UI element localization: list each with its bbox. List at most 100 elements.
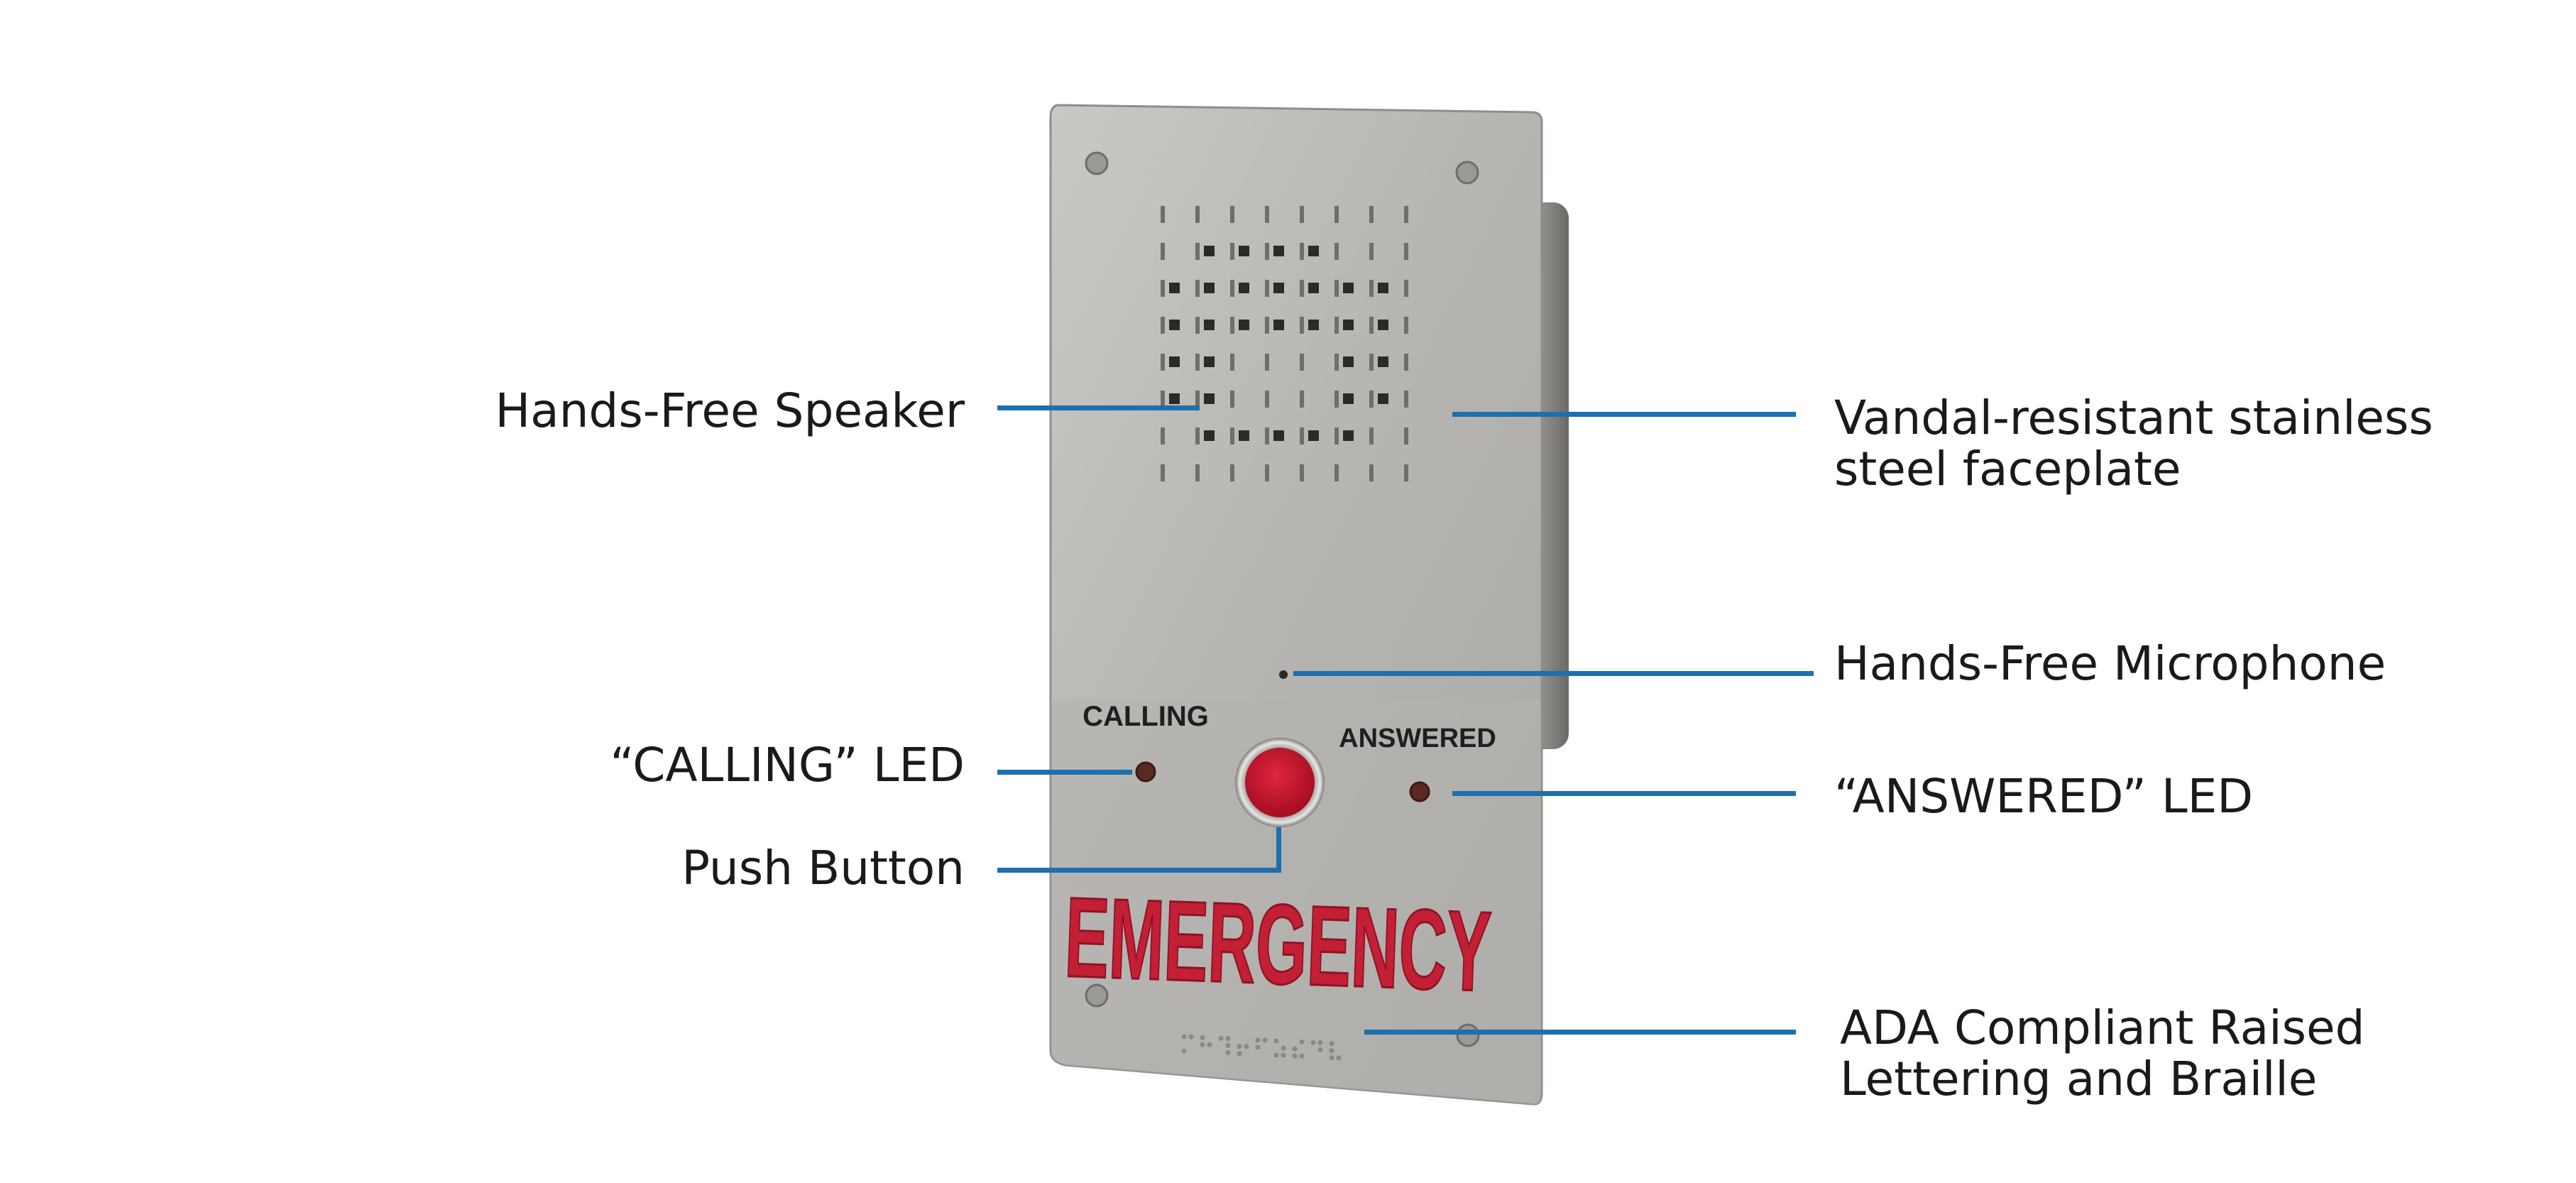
push-button-icon <box>1235 738 1325 827</box>
answered-led-leader-line <box>1452 791 1796 796</box>
microphone-hole-icon <box>1279 670 1288 679</box>
grille-slot <box>1369 206 1374 223</box>
braille-dot <box>1310 1040 1316 1045</box>
grille-hole <box>1308 320 1319 330</box>
grille-hole <box>1308 283 1319 293</box>
grille-hole <box>1308 246 1319 256</box>
braille-dot <box>1292 1046 1298 1052</box>
braille-dot <box>1225 1050 1231 1055</box>
grille-slot <box>1195 464 1200 481</box>
grille-hole <box>1273 283 1284 293</box>
grille-hole <box>1169 356 1180 367</box>
grille-slot <box>1300 243 1304 260</box>
grille-hole <box>1378 356 1388 367</box>
grille-slot <box>1265 280 1269 297</box>
push-button-leader-line <box>997 868 1281 873</box>
grille-slot <box>1161 391 1165 408</box>
grille-slot <box>1161 464 1165 481</box>
faceplate-label: Vandal-resistant stainless steel facepla… <box>1834 393 2433 495</box>
grille-slot <box>1334 464 1339 481</box>
braille-dot <box>1218 1035 1224 1041</box>
grille-slot <box>1404 243 1408 260</box>
grille-slot <box>1195 206 1200 223</box>
grille-hole <box>1204 356 1215 367</box>
braille-dot <box>1329 1055 1334 1061</box>
grille-slot <box>1404 391 1408 408</box>
braille-dot <box>1237 1051 1242 1057</box>
braille-dot <box>1255 1037 1261 1043</box>
braille-dot <box>1273 1052 1279 1058</box>
grille-slot <box>1161 317 1165 334</box>
answered-led-label: “ANSWERED” LED <box>1834 769 2254 824</box>
braille-dot <box>1225 1035 1231 1041</box>
faceplate-label-line-1: Vandal-resistant stainless <box>1834 391 2433 445</box>
grille-hole <box>1378 393 1388 404</box>
grille-slot <box>1369 280 1374 297</box>
grille-slot <box>1230 354 1234 371</box>
grille-slot <box>1230 464 1234 481</box>
grille-slot <box>1334 243 1339 260</box>
braille-dot <box>1317 1040 1323 1045</box>
grille-slot <box>1300 206 1304 223</box>
grille-hole <box>1273 246 1284 256</box>
push-button-leader-vertical <box>1276 827 1281 873</box>
grille-hole <box>1343 393 1354 404</box>
hands-free-speaker-label: Hands-Free Speaker <box>495 383 965 438</box>
grille-slot <box>1230 206 1234 223</box>
grille-hole <box>1204 283 1215 293</box>
grille-hole <box>1204 320 1215 330</box>
braille-dot <box>1281 1045 1286 1051</box>
grille-slot <box>1195 427 1200 445</box>
grille-slot <box>1404 317 1408 334</box>
braille-dot <box>1329 1048 1334 1054</box>
speaker-leader-line <box>997 405 1200 410</box>
ada-label-line-2: Lettering and Braille <box>1840 1052 2318 1106</box>
braille-dot <box>1262 1037 1268 1043</box>
microphone-leader-line <box>1293 671 1814 676</box>
grille-hole <box>1378 283 1388 293</box>
grille-slot <box>1265 243 1269 260</box>
faceplate-label-line-2: steel faceplate <box>1834 442 2181 496</box>
grille-hole <box>1169 393 1180 404</box>
grille-slot <box>1404 427 1408 445</box>
grille-hole <box>1204 393 1215 404</box>
braille-dot <box>1299 1039 1305 1045</box>
grille-hole <box>1239 320 1249 330</box>
grille-slot <box>1161 206 1165 223</box>
grille-slot <box>1230 280 1234 297</box>
braille-dot <box>1336 1055 1342 1061</box>
screw-icon <box>1085 151 1480 1047</box>
grille-slot <box>1334 391 1339 408</box>
grille-hole <box>1239 246 1249 256</box>
grille-hole <box>1273 430 1284 441</box>
calling-led-icon <box>1135 761 1156 783</box>
grille-hole <box>1343 283 1354 293</box>
grille-hole <box>1343 356 1354 367</box>
grille-slot <box>1300 354 1304 371</box>
grille-slot <box>1404 464 1408 481</box>
grille-hole <box>1204 430 1215 441</box>
grille-slot <box>1265 206 1269 223</box>
braille-dot <box>1273 1038 1279 1044</box>
ada-label-line-1: ADA Compliant Raised <box>1840 1001 2365 1055</box>
grille-slot <box>1161 280 1165 297</box>
grille-slot <box>1195 391 1200 408</box>
braille-dots <box>1181 1034 1342 1061</box>
braille-dot <box>1317 1047 1323 1052</box>
braille-dot <box>1255 1045 1261 1050</box>
braille-dot <box>1181 1048 1187 1054</box>
grille-slot <box>1369 464 1374 481</box>
grille-slot <box>1404 354 1408 371</box>
calling-led-label: “CALLING” LED <box>610 738 965 792</box>
grille-hole <box>1239 430 1249 441</box>
braille-dot <box>1200 1042 1205 1047</box>
grille-slot <box>1369 354 1374 371</box>
grille-slot <box>1369 243 1374 260</box>
grille-slot <box>1369 317 1374 334</box>
braille-dot <box>1207 1042 1212 1047</box>
grille-slot <box>1195 280 1200 297</box>
braille-dot <box>1292 1053 1298 1059</box>
grille-slot <box>1230 427 1234 445</box>
grille-slot <box>1334 317 1339 334</box>
